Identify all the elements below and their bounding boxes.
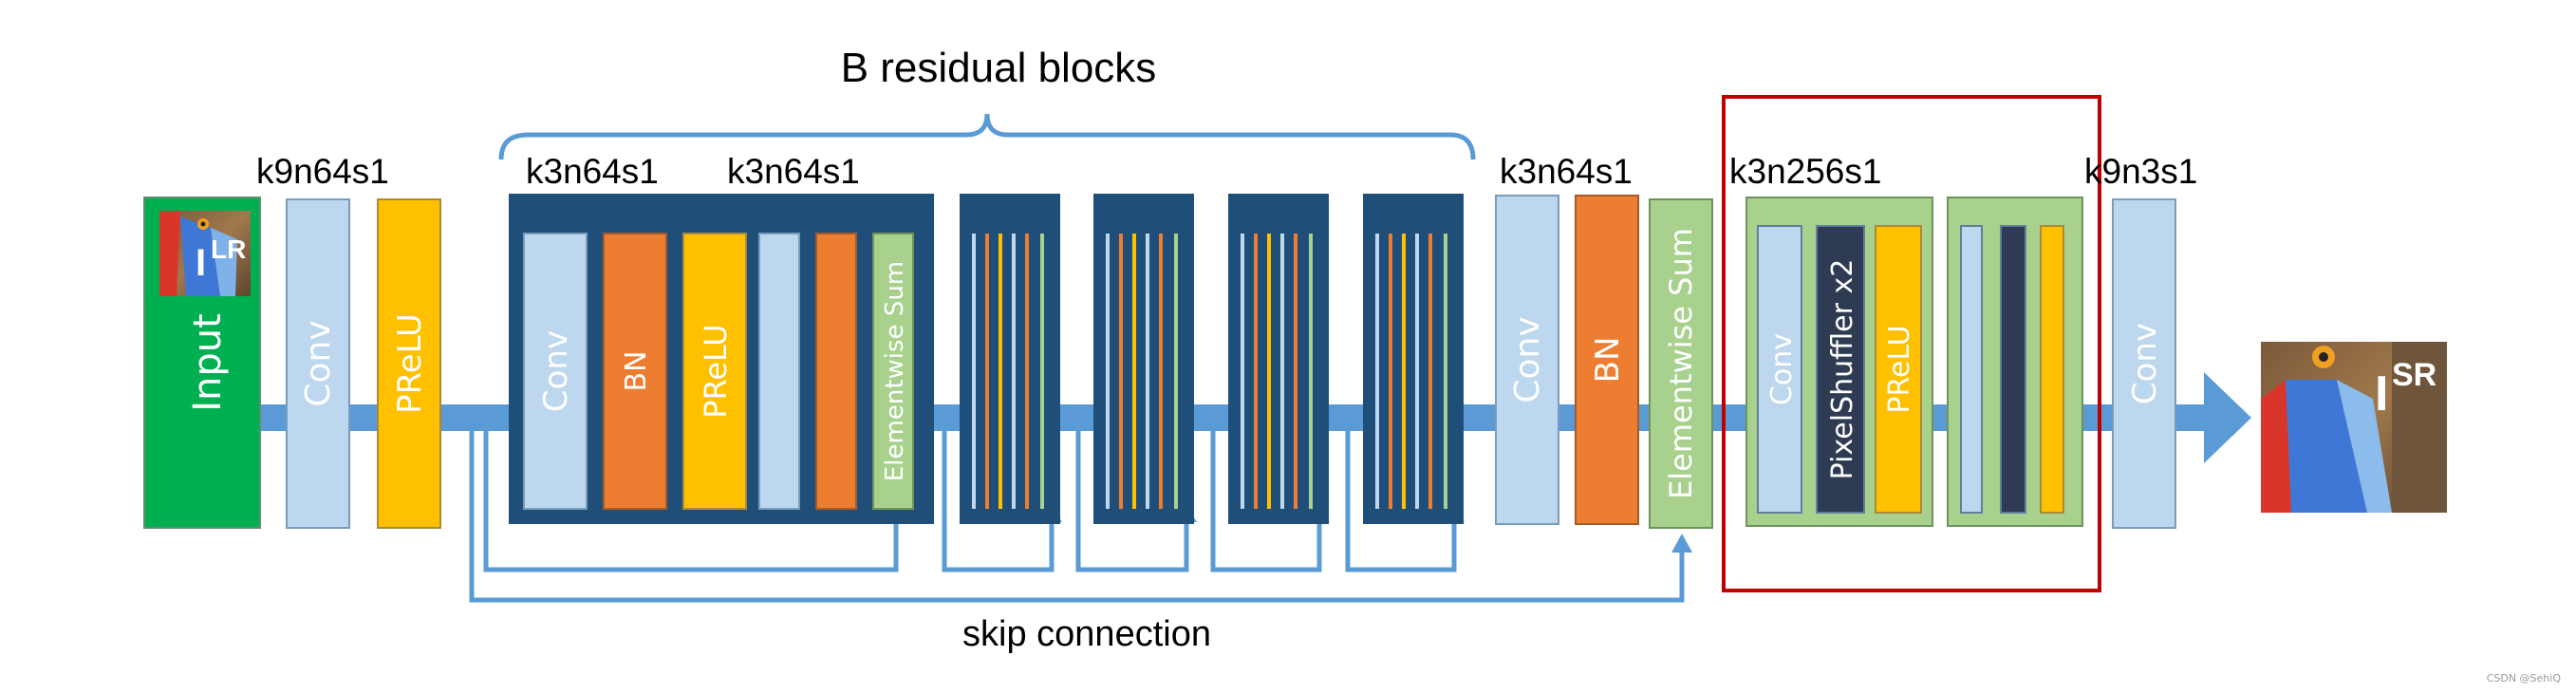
- residual-block-3: [1093, 194, 1194, 524]
- long-skip-arrow: [1671, 534, 1692, 553]
- param-label-res-b: k3n64s1: [727, 152, 860, 191]
- sr-image-label-main: I: [2375, 366, 2388, 422]
- prelu1-box: [377, 198, 441, 529]
- main-flow: [150, 372, 2251, 463]
- lr-image-label-main: I: [196, 242, 206, 284]
- param-label-res-a: k3n64s1: [526, 152, 659, 191]
- elementwise-sum-1-label: Elementwise Sum: [881, 261, 909, 481]
- pixel-shuffler-label: PixelShuffler x2: [1826, 259, 1859, 480]
- residual-skip-3: [1075, 431, 1189, 572]
- pixel-shuffler-box: [1816, 225, 1865, 514]
- sr-image: [2261, 342, 2447, 513]
- conv-post-box: [1495, 195, 1559, 525]
- residual-block-2: [960, 194, 1060, 524]
- upsample-highlight-box: [1722, 95, 2101, 592]
- res-conv1-box: [523, 233, 588, 510]
- up2-shuffler-box: [2000, 225, 2026, 514]
- final-layer: Conv: [2112, 198, 2176, 529]
- res-conv2-box: [758, 233, 800, 510]
- prelu1-label: PReLU: [391, 313, 429, 414]
- up2-conv-box: [1960, 225, 1983, 514]
- res-bn1-label: BN: [620, 350, 653, 391]
- param-label-upsample: k3n256s1: [1729, 152, 1881, 191]
- output-arrow-head: [2204, 372, 2251, 463]
- bn-post-label: BN: [1589, 337, 1627, 384]
- conv1-label: Conv: [299, 320, 338, 406]
- up-prelu-label: PReLU: [1883, 325, 1916, 413]
- res-bn2-box: [815, 233, 857, 510]
- res-prelu-label: PReLU: [698, 324, 734, 418]
- diagram-title: B residual blocks: [841, 45, 1157, 91]
- initial-layers: Conv PReLU: [286, 198, 441, 529]
- conv-final-box: [2112, 198, 2176, 529]
- residual-skip-1: [483, 431, 899, 572]
- up2-prelu-box: [2040, 225, 2064, 514]
- residual-blocks-brace: [498, 113, 1476, 160]
- lr-image-label-sub: LR: [211, 234, 246, 264]
- residual-skip-5: [1345, 431, 1457, 572]
- up-prelu-box: [1875, 225, 1922, 514]
- post-residual-layers: Conv BN Elementwise Sum: [1495, 195, 1713, 529]
- conv-post-label: Conv: [1508, 316, 1547, 403]
- residual-mini-blocks: [960, 194, 1464, 524]
- residual-block-5: [1363, 194, 1464, 524]
- elementwise-sum-1-box: [872, 233, 914, 510]
- res-prelu-box: [682, 233, 747, 510]
- watermark: CSDN @SehiQ: [2487, 672, 2562, 685]
- upsample-block-2: [1947, 197, 2083, 527]
- up-conv-label: Conv: [1765, 333, 1799, 405]
- conv-final-label: Conv: [2126, 323, 2164, 404]
- input-label: Input: [186, 313, 230, 412]
- upsample-block-1: Conv PixelShuffler x2 PReLU: [1745, 197, 1933, 527]
- residual-block-1: Conv BN PReLU Elementwise Sum: [509, 194, 934, 524]
- param-label-last: k9n3s1: [2084, 152, 2197, 191]
- elementwise-sum-2-label: Elementwise Sum: [1663, 228, 1699, 499]
- input-block: I LR Input: [143, 197, 261, 529]
- residual-skip-4: [1210, 431, 1322, 572]
- residual-block-4: [1228, 194, 1329, 524]
- conv1-box: [286, 198, 350, 529]
- sr-image-label-sub: SR: [2392, 357, 2436, 393]
- elementwise-sum-2-box: [1649, 198, 1713, 529]
- up-conv-box: [1757, 225, 1802, 514]
- res-conv1-label: Conv: [537, 330, 575, 412]
- lr-image: [159, 211, 251, 296]
- residual-skip-2: [942, 431, 1055, 572]
- skip-connection-label: skip connection: [962, 614, 1211, 654]
- res-bn1-box: [603, 233, 667, 510]
- skip-connections: [469, 431, 1685, 603]
- long-skip-connection: [469, 431, 1685, 603]
- param-label-post: k3n64s1: [1500, 152, 1633, 191]
- param-label-first: k9n64s1: [256, 152, 389, 191]
- bn-post-box: [1575, 195, 1639, 525]
